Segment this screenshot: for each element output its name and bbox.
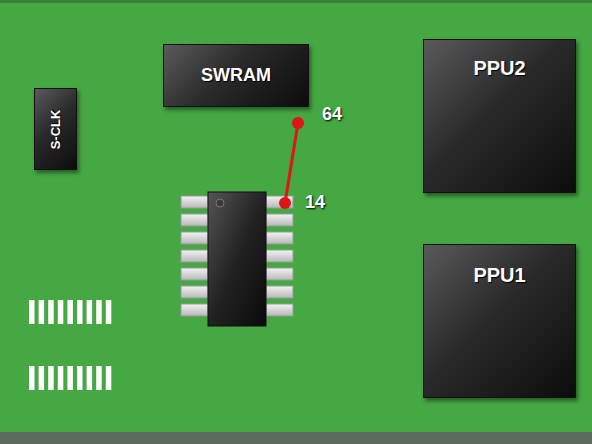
ic-pin: [266, 286, 293, 298]
ic-pin: [266, 214, 293, 226]
ram-chip: SWRAM: [163, 44, 309, 107]
ic-pin: [266, 304, 293, 316]
ic-pin: [266, 250, 293, 262]
pad: [96, 366, 102, 390]
ic-pin: [181, 286, 208, 298]
pad: [106, 300, 112, 324]
pad: [77, 300, 83, 324]
pad: [67, 300, 73, 324]
pin-number: 64: [322, 104, 342, 125]
pad-rows: [29, 300, 111, 390]
pad: [58, 300, 64, 324]
ic-pin: [181, 196, 208, 208]
chip-label: SWRAM: [201, 65, 271, 86]
pad: [39, 366, 45, 390]
pad: [48, 300, 54, 324]
board-edge: [0, 0, 592, 3]
dip-ic: [208, 192, 266, 326]
pad: [87, 300, 93, 324]
pad: [96, 300, 102, 324]
ic-pin: [181, 250, 208, 262]
board-edge: [0, 432, 592, 444]
pad: [39, 300, 45, 324]
ic-pin: [181, 304, 208, 316]
pad: [58, 366, 64, 390]
chip-label: S-CLK: [48, 109, 63, 149]
pad: [67, 366, 73, 390]
wire-end: [292, 117, 304, 129]
chip-label: PPU2: [473, 57, 525, 80]
pad: [29, 300, 35, 324]
pad: [29, 366, 35, 390]
ic-pin: [266, 232, 293, 244]
wire-end: [279, 197, 291, 209]
pin-number: 14: [305, 192, 325, 213]
pad: [77, 366, 83, 390]
chip-label: PPU1: [473, 264, 525, 287]
pad: [48, 366, 54, 390]
ic-pin: [266, 268, 293, 280]
ppu-chip: PPU2: [423, 39, 576, 193]
ic-pin: [181, 268, 208, 280]
pin1-mark: [216, 199, 224, 207]
ic-pin: [181, 214, 208, 226]
ic-pin: [266, 196, 293, 208]
pad: [106, 366, 112, 390]
clock-chip: S-CLK: [34, 88, 77, 170]
wire: [285, 123, 298, 203]
ppu-chip: PPU1: [423, 244, 576, 398]
pad: [87, 366, 93, 390]
ic-pin: [181, 232, 208, 244]
